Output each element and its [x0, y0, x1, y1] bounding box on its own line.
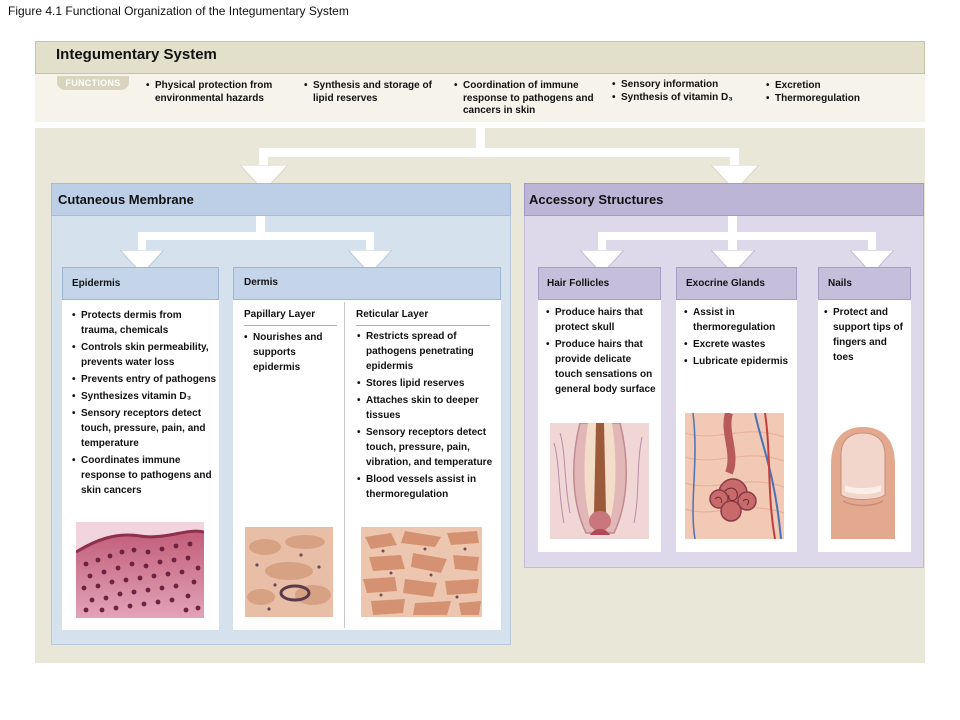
connector-drop-right — [730, 148, 739, 168]
system-header-bar — [35, 41, 925, 74]
arrow-down-icon — [850, 250, 894, 274]
function-item: Sensory information — [612, 79, 752, 92]
system-title: Integumentary System — [56, 46, 217, 63]
function-column-2: Synthesis and storage of lipid reserves — [304, 80, 439, 105]
reticular-layer-title: Reticular Layer — [356, 309, 429, 320]
arrow-down-icon — [711, 165, 759, 191]
epidermis-list: Protects dermis from trauma, chemicals C… — [72, 308, 218, 500]
list-item: Restricts spread of pathogens penetratin… — [357, 329, 495, 374]
figure-title: Figure 4.1 Functional Organization of th… — [8, 4, 349, 18]
list-item: Produce hairs that provide delicate touc… — [546, 337, 658, 397]
nails-header — [818, 267, 911, 300]
epidermis-title: Epidermis — [72, 278, 121, 289]
list-item: Attaches skin to deeper tissues — [357, 393, 495, 423]
list-item: Sensory receptors detect touch, pressure… — [357, 425, 495, 470]
connector-stem — [476, 128, 485, 150]
papillary-layer-title: Papillary Layer — [244, 309, 316, 320]
function-item: Coordination of immune response to patho… — [454, 80, 599, 118]
list-item: Stores lipid reserves — [357, 376, 495, 391]
function-item: Thermoregulation — [766, 93, 896, 106]
list-item: Excrete wastes — [684, 337, 794, 352]
list-item: Prevents entry of pathogens — [72, 372, 218, 387]
dermis-title: Dermis — [244, 277, 278, 288]
hair-follicles-list: Produce hairs that protect skull Produce… — [546, 305, 658, 399]
function-item: Physical protection from environmental h… — [146, 80, 291, 105]
connector-bar — [598, 232, 876, 240]
exocrine-glands-title: Exocrine Glands — [686, 278, 765, 289]
list-item: Protect and support tips of fingers and … — [824, 305, 908, 365]
connector-drop-left — [598, 232, 606, 254]
exocrine-glands-list: Assist in thermoregulation Excrete waste… — [684, 305, 794, 371]
functions-badge: FUNCTIONS — [57, 76, 129, 90]
list-item: Controls skin permeability, prevents wat… — [72, 340, 218, 370]
list-item: Lubricate epidermis — [684, 354, 794, 369]
nails-list: Protect and support tips of fingers and … — [824, 305, 908, 367]
function-item: Synthesis and storage of lipid reserves — [304, 80, 439, 105]
dermis-header — [233, 267, 501, 300]
arrow-down-icon — [580, 250, 624, 274]
list-item: Assist in thermoregulation — [684, 305, 794, 335]
cutaneous-membrane-title: Cutaneous Membrane — [58, 192, 194, 207]
list-item: Sensory receptors detect touch, pressure… — [72, 406, 218, 451]
connector-stem — [256, 216, 265, 234]
connector-drop-middle — [728, 232, 737, 254]
function-column-3: Coordination of immune response to patho… — [454, 80, 599, 118]
reticular-layer-list: Restricts spread of pathogens penetratin… — [357, 329, 495, 504]
connector-bar — [138, 232, 374, 240]
dermis-divider — [344, 302, 345, 628]
arrow-down-icon — [348, 250, 392, 274]
fingernail-illustration — [825, 425, 902, 539]
connector-stem — [728, 216, 737, 234]
connector-drop-left — [259, 148, 268, 168]
hair-follicles-header — [538, 267, 661, 300]
function-column-1: Physical protection from environmental h… — [146, 80, 291, 105]
connector-drop-left — [138, 232, 146, 254]
list-item: Produce hairs that protect skull — [546, 305, 658, 335]
arrow-down-icon — [120, 250, 164, 274]
accessory-structures-header — [524, 183, 924, 216]
connector-drop-right — [366, 232, 374, 254]
arrow-down-icon — [240, 165, 288, 191]
exocrine-gland-illustration — [685, 413, 784, 539]
cutaneous-membrane-header — [51, 183, 511, 216]
epidermis-micrograph — [76, 522, 204, 618]
function-column-5: Excretion Thermoregulation — [766, 80, 896, 105]
divider — [244, 325, 337, 326]
list-item: Synthesizes vitamin D₃ — [72, 389, 218, 404]
connector-bar — [259, 148, 739, 157]
hair-follicle-illustration — [550, 423, 649, 539]
papillary-layer-micrograph — [245, 527, 333, 617]
exocrine-glands-header — [676, 267, 797, 300]
reticular-layer-micrograph — [361, 527, 482, 617]
list-item: Blood vessels assist in thermoregulation — [357, 472, 495, 502]
nails-title: Nails — [828, 278, 852, 289]
list-item: Coordinates immune response to pathogens… — [72, 453, 218, 498]
hair-follicles-title: Hair Follicles — [547, 278, 610, 289]
papillary-layer-list: Nourishes and supports epidermis — [244, 330, 340, 377]
epidermis-header — [62, 267, 219, 300]
arrow-down-icon — [711, 250, 755, 274]
function-column-4: Sensory information Synthesis of vitamin… — [612, 79, 752, 104]
connector-drop-right — [868, 232, 876, 254]
list-item: Protects dermis from trauma, chemicals — [72, 308, 218, 338]
divider — [356, 325, 490, 326]
function-item: Excretion — [766, 80, 896, 93]
list-item: Nourishes and supports epidermis — [244, 330, 340, 375]
accessory-structures-title: Accessory Structures — [529, 192, 664, 207]
function-item: Synthesis of vitamin D₃ — [612, 92, 752, 105]
